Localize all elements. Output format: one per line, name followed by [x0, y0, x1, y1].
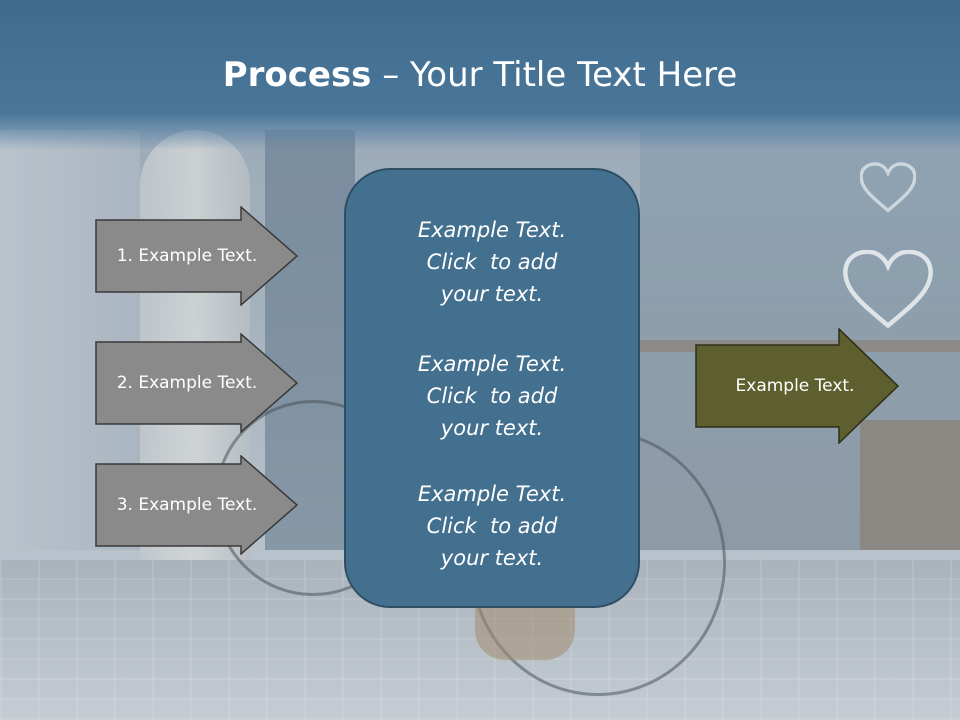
arrow-shape-icon [95, 206, 299, 306]
center-text-box[interactable]: Example Text. Click to add your text. Ex… [344, 168, 640, 608]
result-arrow[interactable]: Example Text. [695, 328, 900, 444]
paragraph-line: Click to add [426, 514, 558, 538]
center-paragraph: Example Text. Click to add your text. [346, 214, 638, 310]
result-arrow-label: Example Text. [735, 376, 855, 396]
paragraph-line: your text. [440, 282, 544, 306]
step-arrow-label: 2. Example Text. [116, 373, 258, 393]
center-paragraph: Example Text. Click to add your text. [346, 348, 638, 444]
paragraph-line: Click to add [426, 250, 558, 274]
step-arrow-2[interactable]: 2. Example Text. [95, 333, 299, 433]
title-bold-part: Process [222, 55, 372, 95]
heart-decoration-icon [843, 250, 933, 329]
step-arrow-1[interactable]: 1. Example Text. [95, 206, 299, 306]
paragraph-line: Click to add [426, 384, 558, 408]
paragraph-line: your text. [440, 416, 544, 440]
title-rest-part: – Your Title Text Here [371, 55, 738, 95]
center-paragraph: Example Text. Click to add your text. [346, 478, 638, 574]
arrow-shape-icon [695, 328, 900, 444]
paragraph-line: your text. [440, 546, 544, 570]
paragraph-line: Example Text. [417, 218, 567, 242]
bicycle-basket [475, 600, 575, 660]
title-bar: Process – Your Title Text Here [0, 0, 960, 150]
background-crate [860, 420, 960, 550]
arrow-shape-icon [95, 455, 299, 555]
slide-title[interactable]: Process – Your Title Text Here [0, 53, 960, 97]
heart-decoration-icon [860, 162, 916, 213]
paragraph-line: Example Text. [417, 352, 567, 376]
paragraph-line: Example Text. [417, 482, 567, 506]
step-arrow-3[interactable]: 3. Example Text. [95, 455, 299, 555]
arrow-shape-icon [95, 333, 299, 433]
step-arrow-label: 3. Example Text. [116, 495, 258, 515]
step-arrow-label: 1. Example Text. [116, 246, 258, 266]
